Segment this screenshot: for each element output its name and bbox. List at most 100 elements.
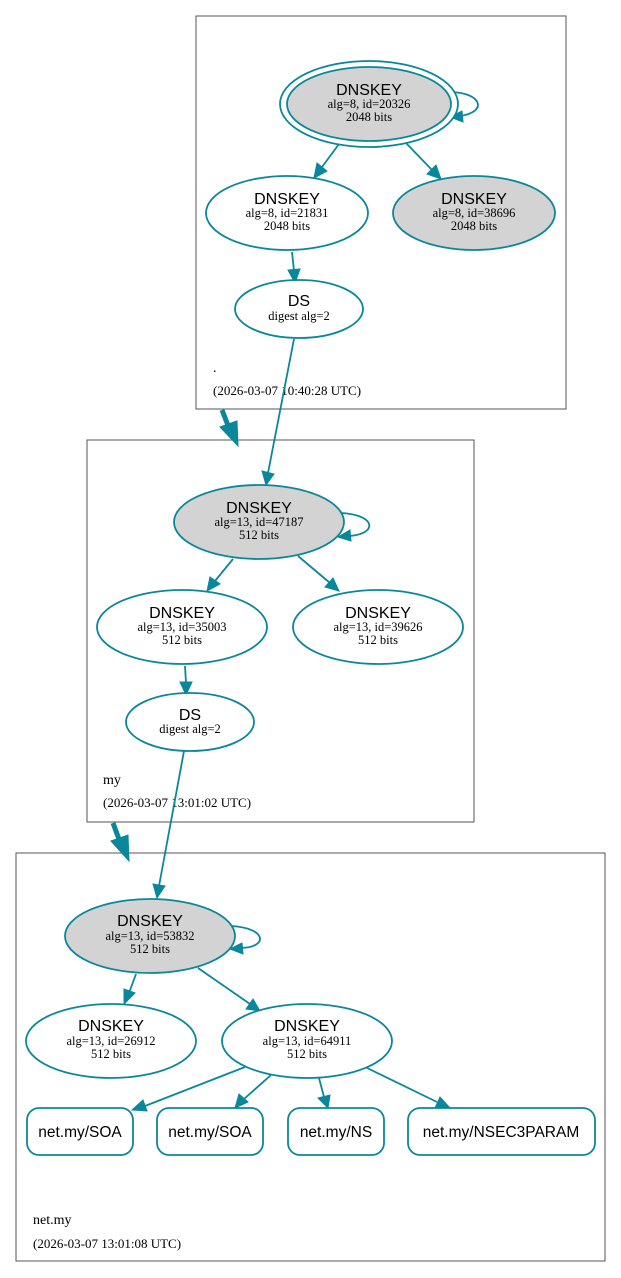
rrset-label: net.my/SOA <box>168 1124 252 1141</box>
node-type: DNSKEY <box>226 500 292 517</box>
node-alg-id: alg=13, id=35003 <box>137 620 226 634</box>
node-alg-id: alg=13, id=39626 <box>333 620 422 634</box>
delegation-arrowhead-root-my <box>219 420 239 448</box>
node-my-ksk[interactable]: DNSKEY alg=13, id=47187 512 bits <box>173 484 345 560</box>
node-type: DS <box>179 707 201 724</box>
zone-netmy-timestamp: (2026-03-07 13:01:08 UTC) <box>33 1236 181 1251</box>
arrowhead <box>123 988 136 1006</box>
node-my-key3[interactable]: DNSKEY alg=13, id=39626 512 bits <box>292 589 464 665</box>
zsk-ellipse <box>221 1003 393 1079</box>
edge-netmy-ksk-self <box>230 925 261 949</box>
node-bits: 512 bits <box>287 1047 327 1061</box>
node-type: DNSKEY <box>441 191 507 208</box>
zsk-ellipse <box>205 175 369 251</box>
rrset-label: net.my/NS <box>300 1124 372 1141</box>
node-root-ksk[interactable]: DNSKEY alg=8, id=20326 2048 bits <box>279 60 459 148</box>
edge-my-ksk-key3 <box>297 555 331 584</box>
arrowhead <box>228 942 244 955</box>
arrowhead <box>234 1093 249 1109</box>
node-type: DNSKEY <box>345 605 411 622</box>
edge-netmy-zsk-rr2 <box>243 1074 272 1100</box>
node-alg-id: alg=13, id=64911 <box>263 1034 352 1048</box>
node-netmy-key2[interactable]: DNSKEY alg=13, id=26912 512 bits <box>25 1003 197 1079</box>
rrset-box <box>407 1107 596 1156</box>
edge-root-ksk-self <box>450 91 479 117</box>
ksk-ellipse <box>64 898 236 974</box>
ksk-ellipse <box>173 484 345 560</box>
zone-my-name: my <box>103 773 121 788</box>
node-alg-id: alg=13, id=26912 <box>66 1034 155 1048</box>
node-type: DNSKEY <box>78 1018 144 1035</box>
edge-root-ksk-key3 <box>405 142 433 171</box>
ds-ellipse <box>234 279 364 339</box>
arrowhead <box>426 164 442 180</box>
node-alg-id: alg=8, id=20326 <box>328 97 411 111</box>
node-netmy-zsk[interactable]: DNSKEY alg=13, id=64911 512 bits <box>221 1003 393 1079</box>
zsk-ellipse <box>96 589 268 665</box>
zone-my-timestamp: (2026-03-07 13:01:02 UTC) <box>103 795 251 810</box>
arrowhead <box>287 268 301 285</box>
edge-netmy-zsk-rr1 <box>144 1066 246 1107</box>
node-alg-id: alg=13, id=47187 <box>214 515 303 529</box>
edge-netmy-zsk-rr3 <box>318 1077 325 1098</box>
edge-my-ksk-zsk <box>214 558 234 582</box>
arrowhead <box>206 576 221 592</box>
node-root-zsk[interactable]: DNSKEY alg=8, id=21831 2048 bits <box>205 175 369 251</box>
arrowhead <box>317 1094 331 1110</box>
node-bits: 512 bits <box>239 528 279 542</box>
zone-root-timestamp: (2026-03-07 10:40:28 UTC) <box>213 383 361 398</box>
node-bits: 2048 bits <box>451 219 497 233</box>
node-netmy-ksk[interactable]: DNSKEY alg=13, id=53832 512 bits <box>64 898 236 974</box>
edge-root-ds-my-ksk <box>267 338 295 474</box>
edges <box>123 91 479 1112</box>
edge-netmy-ksk-zsk <box>197 967 251 1005</box>
node-bits: 512 bits <box>162 633 202 647</box>
rrset-node[interactable]: net.my/NS <box>287 1107 385 1156</box>
node-bits: 512 bits <box>358 633 398 647</box>
node-type: DNSKEY <box>336 82 402 99</box>
node-type: DS <box>288 293 310 310</box>
node-bits: 2048 bits <box>346 110 392 124</box>
node-root-ds[interactable]: DS digest alg=2 <box>234 279 364 339</box>
node-digest: digest alg=2 <box>268 309 330 323</box>
rrset-box <box>26 1107 134 1156</box>
ds-ellipse <box>125 692 255 752</box>
node-type: DNSKEY <box>274 1018 340 1035</box>
node-type: DNSKEY <box>117 913 183 930</box>
arrowhead <box>179 681 193 697</box>
edge-netmy-zsk-rr4 <box>366 1067 438 1103</box>
edge-my-zsk-ds <box>184 665 187 684</box>
edge-root-ksk-zsk <box>321 143 340 168</box>
rrset-box <box>287 1107 385 1156</box>
edge-netmy-ksk-key2 <box>128 973 137 994</box>
ksk-ellipse <box>286 66 452 142</box>
node-alg-id: alg=8, id=21831 <box>246 206 329 220</box>
node-my-zsk[interactable]: DNSKEY alg=13, id=35003 512 bits <box>96 589 268 665</box>
rrset-label: net.my/SOA <box>38 1124 122 1141</box>
node-my-ds[interactable]: DS digest alg=2 <box>125 692 255 752</box>
zone-root-name: . <box>213 361 217 376</box>
arrowhead <box>324 577 340 592</box>
key-ellipse <box>392 175 556 251</box>
arrowhead <box>313 162 328 179</box>
rrset-node[interactable]: net.my/SOA <box>156 1107 264 1156</box>
arrowhead <box>152 883 166 900</box>
node-root-key3[interactable]: DNSKEY alg=8, id=38696 2048 bits <box>392 175 556 251</box>
key-ellipse <box>292 589 464 665</box>
delegation-arrows <box>110 409 239 863</box>
rrset-node[interactable]: net.my/NSEC3PARAM <box>407 1107 596 1156</box>
node-alg-id: alg=8, id=38696 <box>433 206 516 220</box>
node-digest: digest alg=2 <box>159 722 221 736</box>
node-type: DNSKEY <box>254 191 320 208</box>
rrset-node[interactable]: net.my/SOA <box>26 1107 134 1156</box>
node-type: DNSKEY <box>149 605 215 622</box>
rrset-box <box>156 1107 264 1156</box>
arrowhead <box>336 529 352 542</box>
arrowhead <box>130 1099 148 1112</box>
arrowhead <box>245 998 261 1012</box>
delegation-arrowhead-my-netmy <box>110 834 130 863</box>
edge-my-ds-netmy-ksk <box>158 750 185 887</box>
arrowhead <box>261 470 275 487</box>
